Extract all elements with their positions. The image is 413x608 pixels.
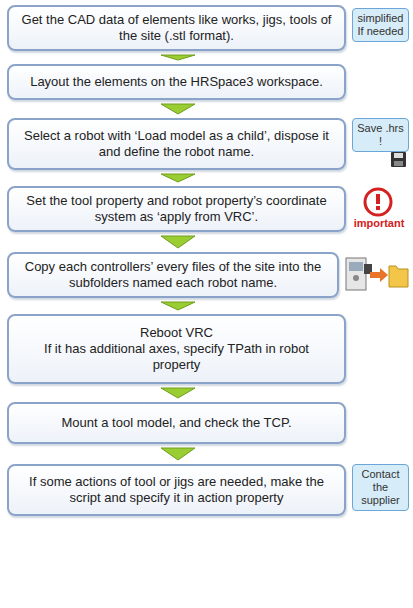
step-text: Contact the supplier bbox=[356, 468, 405, 507]
process-box: Mount a tool model, and check the TCP. bbox=[7, 402, 346, 444]
process-box: Get the CAD data of elements like works,… bbox=[7, 5, 346, 51]
flow-arrow bbox=[161, 448, 195, 460]
flow-arrow bbox=[161, 55, 195, 60]
step-text: Select a robot with ‘Load model as a chi… bbox=[19, 128, 334, 160]
process-box: Select a robot with ‘Load model as a chi… bbox=[7, 118, 346, 170]
step-text: Copy each controllers’ every files of th… bbox=[19, 259, 327, 291]
step-text: If some actions of tool or jigs are need… bbox=[19, 474, 334, 506]
floppy-icon bbox=[391, 152, 406, 167]
process-box: Copy each controllers’ every files of th… bbox=[7, 252, 339, 298]
folder-icon bbox=[389, 266, 408, 287]
step-heading: Reboot VRC bbox=[140, 325, 213, 341]
warning-label: important bbox=[352, 217, 406, 229]
step-text: Get the CAD data of elements like works,… bbox=[19, 12, 334, 44]
flow-arrow bbox=[161, 388, 195, 398]
flow-arrow bbox=[161, 174, 195, 182]
process-box: Set the tool property and robot property… bbox=[7, 186, 346, 232]
flow-arrow bbox=[161, 104, 195, 114]
process-box: Layout the elements on the HRSpace3 work… bbox=[7, 64, 346, 100]
flow-arrow bbox=[161, 236, 195, 248]
step-text: Layout the elements on the HRSpace3 work… bbox=[30, 74, 323, 90]
transfer-arrow bbox=[370, 268, 388, 282]
note-callout: Save .hrs ! bbox=[352, 118, 409, 152]
note-callout: simplified If needed bbox=[352, 8, 409, 42]
note-callout: Contact the supplier bbox=[352, 464, 409, 511]
important-icon bbox=[365, 189, 391, 215]
step-text: If it has additional axes, specify TPath… bbox=[19, 341, 334, 373]
process-box: If some actions of tool or jigs are need… bbox=[7, 464, 346, 516]
step-text: Save .hrs ! bbox=[356, 122, 405, 148]
flow-arrow bbox=[161, 302, 195, 310]
controller-icon bbox=[346, 258, 372, 290]
step-text: Mount a tool model, and check the TCP. bbox=[61, 415, 291, 431]
step-text: simplified If needed bbox=[356, 12, 405, 38]
process-box: Reboot VRCIf it has additional axes, spe… bbox=[7, 314, 346, 384]
step-text: Set the tool property and robot property… bbox=[19, 193, 334, 225]
